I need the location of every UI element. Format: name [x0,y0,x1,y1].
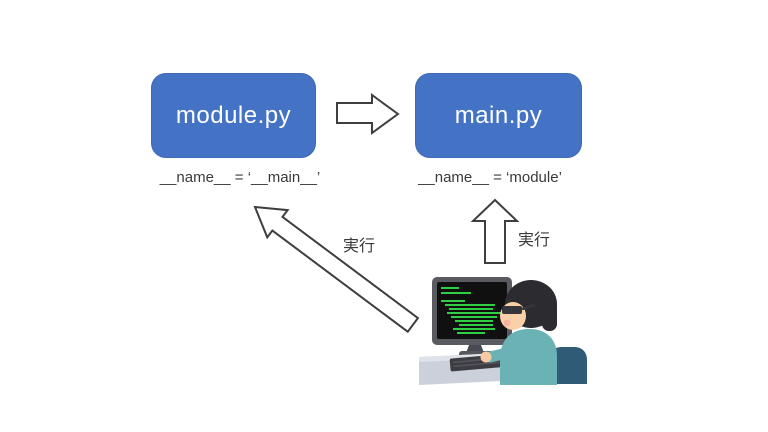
glasses-temple [521,303,536,311]
arrow-module-to-main [336,93,400,135]
run-label-diagonal: 実行 [343,238,376,255]
monitor-screen [437,282,507,339]
module-caption: __name__ = ‘__main__’ [159,169,321,186]
run-label-up: 実行 [518,232,551,249]
person-hand [480,351,492,363]
person-hair-side [542,300,557,331]
keyboard-keys-row [453,360,510,368]
person-cheek [503,319,511,327]
glasses-icon [502,306,522,314]
module-box-label: module.py [175,101,292,129]
main-box-label: main.py [454,101,543,129]
chair [548,347,587,384]
person-arm [484,346,518,363]
person-body [500,328,557,385]
module-box: module.py [151,73,316,158]
run-arrow-diagonal-icon [253,205,420,334]
main-caption: __name__ = ‘module’ [418,169,562,186]
code-lines [441,287,501,334]
run-arrow-up-icon [470,198,520,264]
main-box: main.py [415,73,582,158]
programmer-illustration [419,277,587,385]
